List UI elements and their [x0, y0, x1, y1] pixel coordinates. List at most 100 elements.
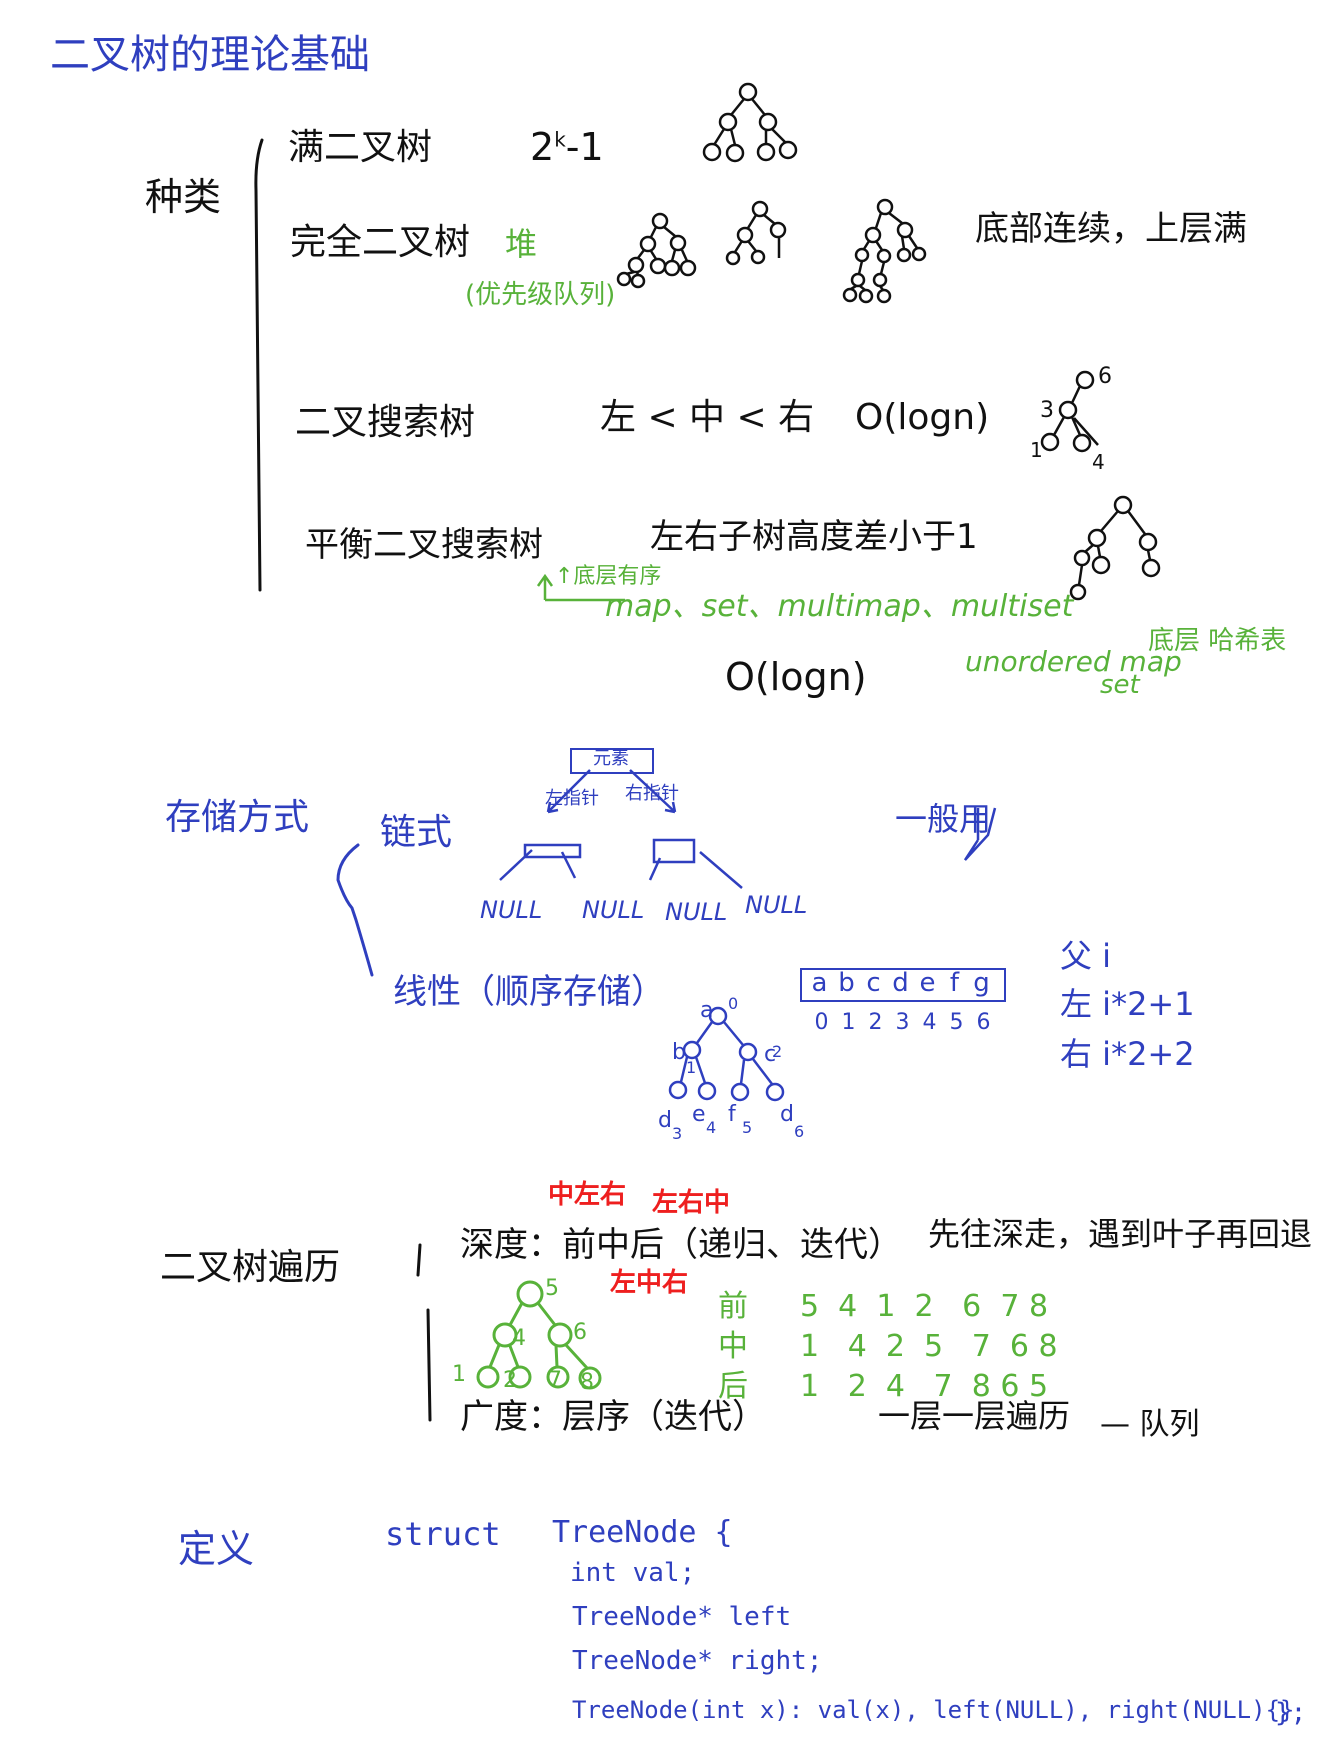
left-pointer-label: 左指针 — [545, 788, 599, 809]
array-cell: b — [838, 968, 855, 998]
breadth-first-label: 广度：层序（迭代） — [460, 1397, 766, 1437]
linear-node-label: d — [780, 1102, 794, 1127]
formula-base: 2 — [530, 125, 555, 169]
order-name: 后 — [718, 1369, 748, 1404]
balanced-complexity: O(logn) — [725, 655, 867, 699]
full-tree-name: 满二叉树 — [288, 127, 433, 168]
traversal-node-label: 4 — [512, 1326, 526, 1351]
balanced-bst-name: 平衡二叉搜索树 — [305, 525, 543, 565]
postorder-tag: 左右中 — [652, 1188, 731, 1218]
linear-node-index: 3 — [672, 1124, 683, 1143]
order-sequence: 5 4 1 2 6 7 8 — [800, 1289, 1049, 1324]
code-line-4: TreeNode* right; — [572, 1646, 823, 1676]
code-close: }; — [1275, 1698, 1307, 1728]
order-name: 前 — [718, 1289, 748, 1324]
parent-index: 父 i — [1060, 937, 1112, 975]
linear-node-index: 5 — [742, 1118, 753, 1137]
array-index: 0 — [814, 1010, 829, 1035]
full-tree-sketch — [702, 82, 798, 163]
right-child-index: 右 i*2+2 — [1060, 1035, 1195, 1073]
depth-first-label: 深度：前中后（递归、迭代） — [460, 1225, 902, 1265]
linear-node-index: 2 — [772, 1042, 783, 1061]
priority-queue-label: (优先级队列) — [465, 280, 616, 310]
array-cell: a — [811, 968, 828, 998]
null-2: NULL — [582, 896, 645, 924]
unordered-set-label: set — [1100, 670, 1140, 700]
page-title: 二叉树的理论基础 — [50, 32, 370, 78]
traversal-node-label: 2 — [503, 1368, 517, 1393]
array-box — [800, 968, 1006, 1002]
array-cell: f — [949, 968, 960, 998]
linear-tree-sketch — [668, 1006, 785, 1102]
code-line-5: TreeNode(int x): val(x), left(NULL), rig… — [572, 1696, 1295, 1724]
traversal-label: 二叉树遍历 — [160, 1247, 341, 1288]
linear-node-label: f — [728, 1102, 736, 1127]
full-tree-formula: 2k-1 — [530, 128, 604, 166]
linear-node-index: 6 — [794, 1122, 805, 1141]
linear-node-index: 4 — [706, 1118, 717, 1137]
complete-tree-sketch-3 — [842, 198, 927, 304]
right-pointer-label: 右指针 — [625, 783, 679, 804]
linked-node-box — [570, 748, 654, 774]
order-sequence: 1 4 2 5 7 6 8 — [800, 1329, 1058, 1364]
bst-node-6: 6 — [1098, 364, 1112, 389]
array-cell: c — [866, 968, 881, 998]
linear-storage-label: 线性（顺序存储） — [393, 972, 665, 1012]
linked-storage-label: 链式 — [380, 812, 453, 853]
bst-node-3: 3 — [1040, 398, 1054, 423]
struct-keyword: struct — [385, 1515, 501, 1553]
complete-tree-name: 完全二叉树 — [290, 222, 471, 263]
bst-rule: 左 < 中 < 右 — [600, 397, 815, 438]
common-usage-note: 一般用 — [895, 800, 992, 838]
order-name: 中 — [718, 1329, 748, 1364]
breadth-first-note: 一层一层遍历 — [878, 1397, 1071, 1435]
left-child-index: 左 i*2+1 — [1060, 985, 1195, 1023]
balanced-bst-rule: 左右子树高度差小于1 — [650, 517, 978, 557]
balanced-tree-sketch — [1069, 495, 1161, 601]
types-label: 种类 — [145, 175, 222, 219]
traversal-node-label: 8 — [580, 1370, 594, 1395]
definition-label: 定义 — [178, 1527, 255, 1571]
traversal-node-label: 6 — [573, 1320, 587, 1345]
array-index: 4 — [922, 1010, 937, 1035]
complete-tree-sketch-1 — [616, 212, 697, 289]
linear-node-index: 1 — [686, 1058, 697, 1077]
traversal-node-label: 7 — [548, 1368, 562, 1393]
ordered-note: ↑底层有序 — [555, 564, 662, 589]
array-cell: d — [892, 968, 909, 998]
traversal-node-label: 1 — [452, 1362, 466, 1387]
storage-bracket — [336, 843, 374, 977]
linear-node-index: 0 — [728, 994, 739, 1013]
order-sequence: 1 2 4 7 8 6 5 — [800, 1369, 1049, 1404]
array-cell: g — [973, 968, 990, 998]
depth-first-note: 先往深走，遇到叶子再回退 — [928, 1215, 1313, 1253]
linear-node-label: e — [692, 1102, 706, 1127]
traversal-bracket — [416, 1243, 432, 1422]
array-index: 6 — [976, 1010, 991, 1035]
linear-node-label: c — [764, 1042, 777, 1067]
null-4: NULL — [745, 891, 808, 919]
inorder-tag: 左中右 — [610, 1268, 689, 1298]
array-index: 1 — [841, 1010, 856, 1035]
ordered-containers: map、set、multimap、multiset — [605, 589, 1074, 624]
heap-label: 堆 — [505, 225, 538, 263]
queue-note: — 队列 — [1100, 1407, 1200, 1442]
unordered-map-label: unordered map — [965, 645, 1182, 678]
code-line-1: TreeNode { — [552, 1515, 733, 1550]
linear-node-label: b — [672, 1040, 686, 1065]
null-1: NULL — [480, 896, 543, 924]
bst-tree-sketch — [1040, 370, 1099, 453]
complete-tree-note: 底部连续，上层满 — [975, 209, 1247, 249]
linked-node-element: 元素 — [593, 748, 629, 769]
array-index: 2 — [868, 1010, 883, 1035]
traversal-tree-sketch — [476, 1280, 602, 1390]
linked-diagram-arrows — [499, 769, 997, 889]
null-3: NULL — [665, 898, 728, 926]
formula-exponent: k — [554, 127, 566, 152]
bst-name: 二叉搜索树 — [295, 402, 476, 443]
hash-note: 底层 哈希表 — [1148, 626, 1287, 656]
storage-label: 存储方式 — [165, 797, 310, 838]
